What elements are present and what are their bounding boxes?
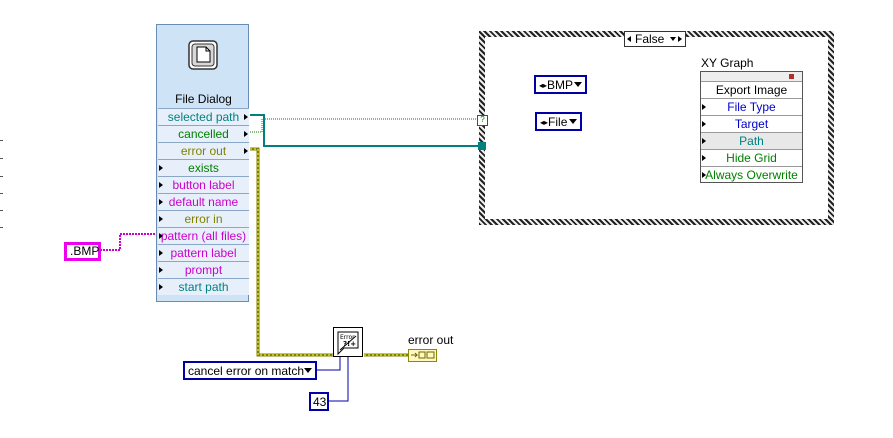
output-arrow-icon bbox=[244, 114, 248, 120]
file-dialog-terminal[interactable]: exists bbox=[158, 159, 249, 176]
property-node-row[interactable]: Hide Grid bbox=[701, 149, 802, 166]
error-code-value: 43 bbox=[313, 395, 327, 409]
table-stub bbox=[0, 158, 3, 176]
file-dialog-terminal-label: error out bbox=[180, 144, 227, 158]
cancelled-wire bbox=[250, 118, 480, 133]
file-dialog-terminal-label: default name bbox=[168, 195, 239, 209]
pattern-string-value: .BMP bbox=[70, 244, 100, 258]
clear-errors-icon: Error ?!+ bbox=[337, 331, 359, 356]
pattern-string-constant[interactable]: .BMP bbox=[64, 242, 101, 261]
file-dialog-terminals: selected path cancelled error out exists but… bbox=[158, 108, 249, 295]
file-dialog-node[interactable]: File Dialog selected path cancelled error … bbox=[156, 24, 249, 302]
target-ring-value: File bbox=[548, 115, 568, 129]
file-dialog-terminal[interactable]: pattern label bbox=[158, 244, 249, 261]
error-out-label: error out bbox=[408, 333, 454, 347]
table-stub bbox=[0, 140, 3, 158]
clear-errors-mode-ring[interactable]: cancel error on match bbox=[183, 361, 317, 380]
file-dialog-terminal[interactable]: default name bbox=[158, 193, 249, 210]
input-arrow-icon bbox=[159, 199, 163, 205]
target-ring-constant[interactable]: ◂▸File bbox=[535, 112, 582, 131]
table-stub bbox=[0, 193, 3, 211]
input-arrow-icon bbox=[159, 250, 163, 256]
property-node-row[interactable]: Path bbox=[701, 132, 802, 149]
input-arrow-icon bbox=[702, 155, 706, 161]
property-node-row-label: Path bbox=[739, 134, 764, 148]
error-out-indicator[interactable] bbox=[408, 349, 437, 362]
property-node-row-label: Target bbox=[734, 117, 769, 131]
input-arrow-icon bbox=[702, 121, 706, 127]
case-selector[interactable]: False bbox=[624, 31, 686, 47]
input-arrow-icon bbox=[159, 267, 163, 273]
file-type-ring-constant[interactable]: ◂▸BMP bbox=[534, 75, 587, 94]
file-dialog-terminal[interactable]: button label bbox=[158, 176, 249, 193]
file-dialog-terminal[interactable]: cancelled bbox=[158, 125, 249, 142]
case-selector-increment[interactable] bbox=[678, 36, 682, 42]
property-node-row-label: Export Image bbox=[715, 83, 788, 97]
ring-dropdown-icon[interactable] bbox=[574, 82, 582, 87]
file-dialog-terminal[interactable]: prompt bbox=[158, 261, 249, 278]
property-node-row-label: Always Overwrite bbox=[705, 168, 798, 182]
input-arrow-icon bbox=[702, 104, 706, 110]
input-arrow-icon bbox=[159, 233, 163, 239]
property-node-row[interactable]: Always Overwrite bbox=[701, 166, 802, 183]
property-node-row[interactable]: Target bbox=[701, 115, 802, 132]
ring-increment-icon: ◂▸ bbox=[539, 80, 548, 90]
clear-errors-mode-value: cancel error on match bbox=[188, 364, 305, 378]
case-selector-decrement[interactable] bbox=[627, 36, 631, 42]
file-dialog-terminal-label: pattern (all files) bbox=[160, 229, 247, 243]
input-arrow-icon bbox=[702, 172, 706, 178]
pattern-wire bbox=[100, 233, 158, 251]
file-type-ring-value: BMP bbox=[547, 78, 574, 92]
selected-path-wire bbox=[250, 114, 480, 147]
error-cluster-icon bbox=[411, 351, 435, 359]
error-code-wire bbox=[328, 357, 349, 402]
input-arrow-icon bbox=[159, 284, 163, 290]
input-arrow-icon bbox=[702, 138, 706, 144]
input-arrow-icon bbox=[159, 165, 163, 171]
svg-text:?!+: ?!+ bbox=[343, 340, 356, 348]
file-dialog-terminal-label: cancelled bbox=[178, 127, 229, 141]
file-dialog-title: File Dialog bbox=[175, 92, 232, 106]
output-arrow-icon bbox=[244, 131, 248, 137]
cancel-ring-wire bbox=[317, 357, 341, 371]
file-dialog-terminal-label: button label bbox=[172, 178, 235, 192]
file-dialog-terminal-label: exists bbox=[188, 161, 219, 175]
input-arrow-icon bbox=[159, 182, 163, 188]
property-node-row[interactable]: File Type bbox=[701, 98, 802, 115]
file-dialog-terminal[interactable]: error in bbox=[158, 210, 249, 227]
file-dialog-terminal[interactable]: pattern (all files) bbox=[158, 227, 249, 244]
property-node-reference-bar bbox=[701, 72, 802, 82]
cancelled-tunnel: ? bbox=[477, 115, 488, 126]
ring-increment-icon: ◂▸ bbox=[540, 117, 549, 127]
property-node-row-label: Hide Grid bbox=[726, 151, 777, 165]
input-arrow-icon bbox=[159, 216, 163, 222]
clear-errors-vi[interactable]: Error ?!+ bbox=[333, 327, 363, 357]
table-stub bbox=[0, 227, 3, 245]
case-selector-value: False bbox=[635, 32, 665, 46]
ring-dropdown-icon[interactable] bbox=[304, 368, 312, 373]
file-dialog-terminal[interactable]: start path bbox=[158, 278, 249, 295]
file-dialog-terminal-label: error in bbox=[184, 212, 223, 226]
file-dialog-icon bbox=[188, 40, 218, 70]
path-tunnel bbox=[478, 142, 486, 150]
output-arrow-icon bbox=[244, 148, 248, 154]
error-wire bbox=[250, 147, 336, 357]
ring-dropdown-icon[interactable] bbox=[569, 119, 577, 124]
table-stub bbox=[0, 210, 3, 228]
table-stub bbox=[0, 176, 3, 194]
file-dialog-terminal-label: pattern label bbox=[170, 246, 237, 260]
file-dialog-terminal-label: start path bbox=[178, 280, 229, 294]
file-dialog-terminal[interactable]: selected path bbox=[158, 108, 249, 125]
property-node-label: XY Graph bbox=[701, 56, 754, 70]
error-code-constant[interactable]: 43 bbox=[309, 392, 329, 411]
case-selector-dropdown[interactable] bbox=[670, 37, 676, 41]
file-dialog-terminal-label: selected path bbox=[167, 110, 240, 124]
file-dialog-terminal-label: prompt bbox=[184, 263, 223, 277]
file-dialog-terminal[interactable]: error out bbox=[158, 142, 249, 159]
property-node-row[interactable]: Export Image bbox=[701, 82, 802, 98]
svg-text:Error: Error bbox=[340, 334, 355, 341]
property-node-row-label: File Type bbox=[727, 100, 776, 114]
